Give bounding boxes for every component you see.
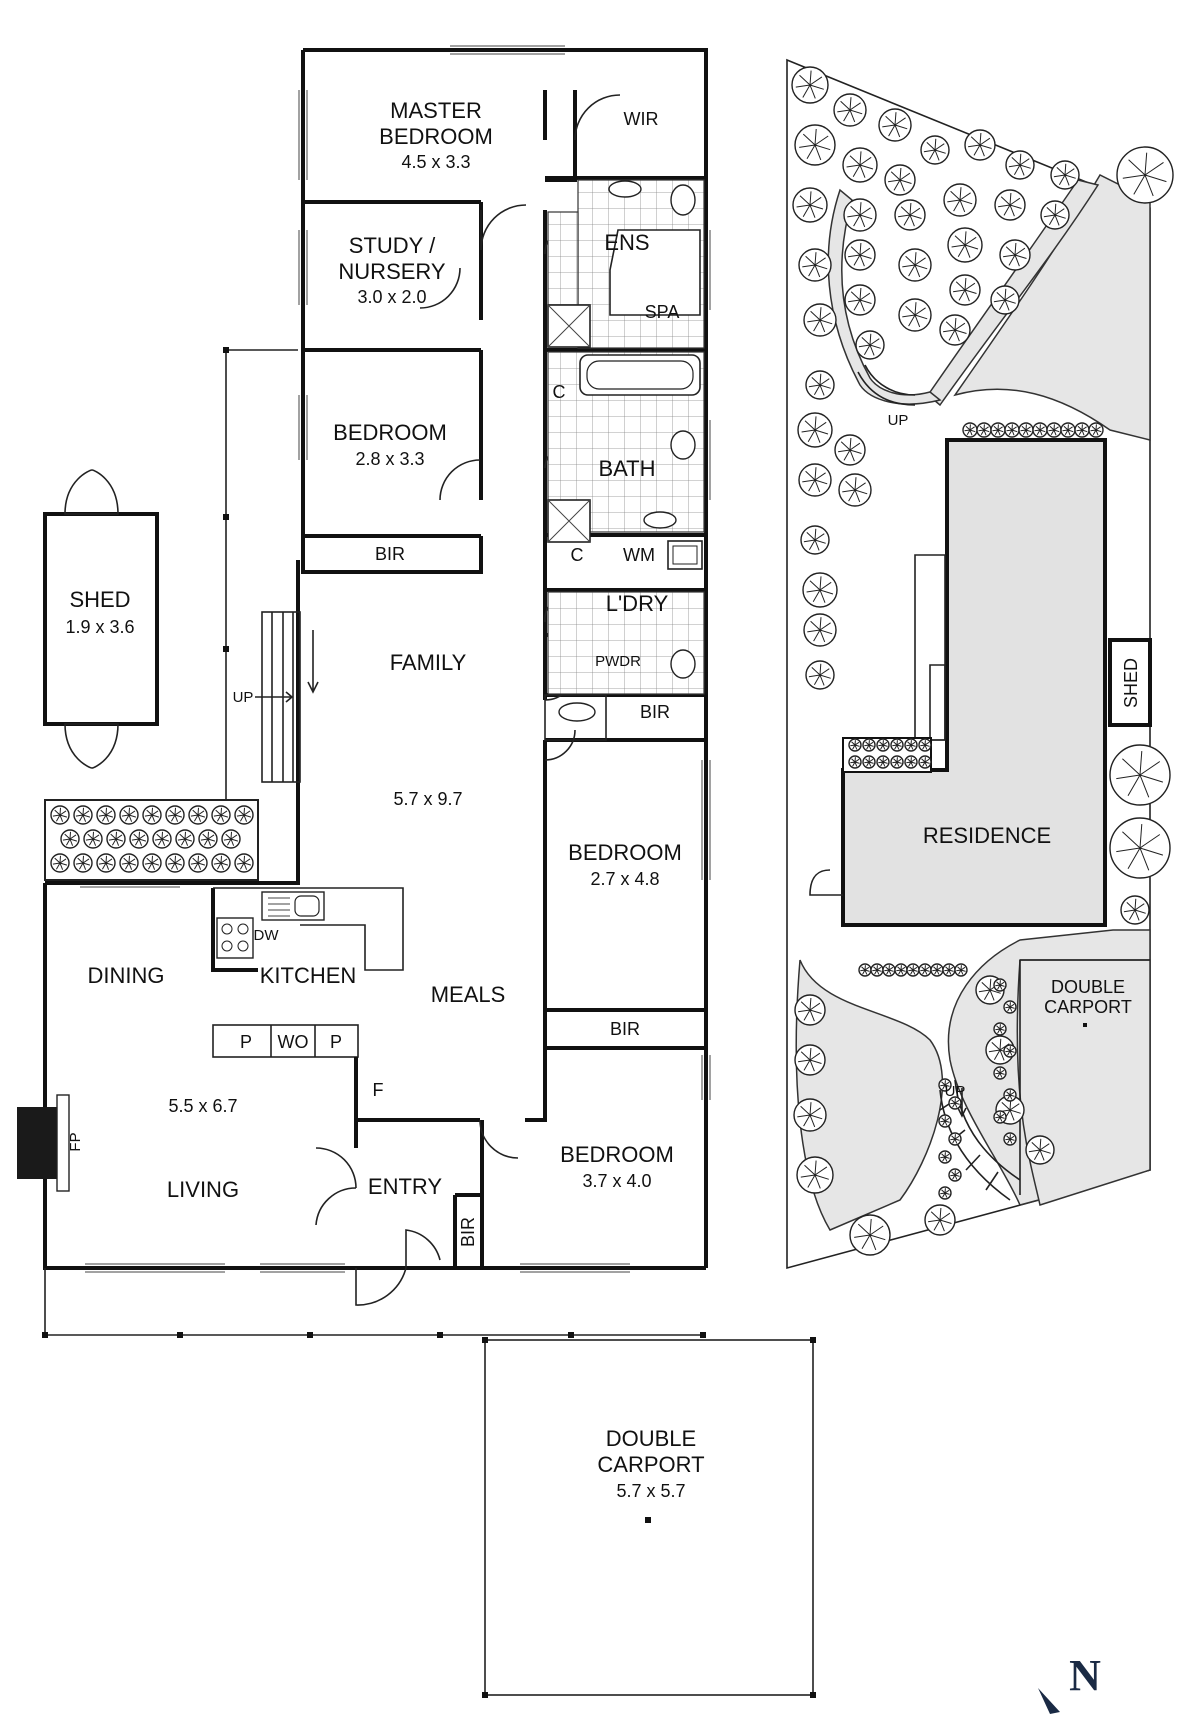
site-trees (791, 66, 1174, 1256)
kitchen-label: KITCHEN (260, 963, 357, 988)
linen-c2-label: C (571, 545, 584, 565)
family-stairs (255, 611, 319, 783)
pantry-1-label: P (240, 1032, 252, 1052)
ens-label: ENS (604, 230, 649, 255)
meals-label: MEALS (431, 982, 506, 1007)
deck-posts (42, 347, 706, 1338)
pwdr-label: PWDR (595, 653, 641, 670)
residence-building (809, 438, 1107, 927)
carport-structure (482, 1337, 816, 1698)
shed-structure (43, 469, 159, 769)
shed-dims: 1.9 x 3.6 (65, 617, 134, 637)
living-label: LIVING (167, 1177, 239, 1202)
study-label-2: NURSERY (338, 259, 446, 284)
carport-dims: 5.7 x 5.7 (616, 1481, 685, 1501)
bedroom-3-dims: 2.7 x 4.8 (590, 869, 659, 889)
pantry-2-label: P (330, 1032, 342, 1052)
bedroom-2-label: BEDROOM (333, 420, 447, 445)
bir-3-label: BIR (610, 1019, 640, 1039)
fireplace (17, 1094, 70, 1192)
site-shed-label: SHED (1121, 658, 1141, 708)
fp-label: FP (67, 1132, 84, 1151)
site-up-bottom-label: UP (945, 1083, 966, 1100)
wet-areas (544, 179, 705, 741)
bedroom-4-label: BEDROOM (560, 1142, 674, 1167)
site-up-top-label: UP (888, 412, 909, 429)
room-labels: MASTER BEDROOM 4.5 x 3.3 WIR ENS SPA STU… (65, 98, 704, 1501)
shed-label: SHED (69, 587, 130, 612)
bir-2-label: BIR (375, 544, 405, 564)
master-bedroom-label-2: BEDROOM (379, 124, 493, 149)
bath-label: BATH (598, 456, 655, 481)
family-dims: 5.7 x 9.7 (393, 789, 462, 809)
bir-pwdr-label: BIR (640, 702, 670, 722)
site-carport-label-2: CARPORT (1044, 997, 1132, 1017)
master-bedroom-dims: 4.5 x 3.3 (401, 152, 470, 172)
north-arrow-icon (1038, 1688, 1060, 1714)
master-bedroom-label: MASTER (390, 98, 482, 123)
stairs-up-label: UP (233, 689, 254, 706)
bedroom-3-label: BEDROOM (568, 840, 682, 865)
compass-label: N (1069, 1651, 1101, 1700)
family-label: FAMILY (390, 650, 467, 675)
site-carport-area (1019, 959, 1150, 1195)
site-shed-building (1108, 638, 1152, 727)
wir-label: WIR (624, 109, 659, 129)
wm-label: WM (623, 545, 655, 565)
dw-label: DW (254, 927, 280, 944)
residence-label: RESIDENCE (923, 823, 1051, 848)
carport-label-2: CARPORT (597, 1452, 704, 1477)
laundry-label: L'DRY (606, 591, 669, 616)
windows (80, 45, 711, 1273)
site-carport-label: DOUBLE (1051, 977, 1125, 997)
linen-c1-label: C (553, 382, 566, 402)
garden-shrubs (50, 805, 254, 873)
bir-entry-label: BIR (458, 1217, 478, 1247)
wo-label: WO (278, 1032, 309, 1052)
entry-label: ENTRY (368, 1174, 442, 1199)
spa-label: SPA (645, 302, 680, 322)
study-dims: 3.0 x 2.0 (357, 287, 426, 307)
north-compass: N (1038, 1651, 1101, 1714)
site-labels: RESIDENCE SHED DOUBLE CARPORT UP UP (888, 412, 1141, 1100)
f-label: F (373, 1080, 384, 1100)
living-dims: 5.5 x 6.7 (168, 1096, 237, 1116)
dining-label: DINING (88, 963, 165, 988)
carport-label: DOUBLE (606, 1426, 696, 1451)
kitchen-fixtures (216, 891, 325, 959)
bedroom-4-dims: 3.7 x 4.0 (582, 1171, 651, 1191)
study-label: STUDY / (349, 233, 436, 258)
bedroom-2-dims: 2.8 x 3.3 (355, 449, 424, 469)
